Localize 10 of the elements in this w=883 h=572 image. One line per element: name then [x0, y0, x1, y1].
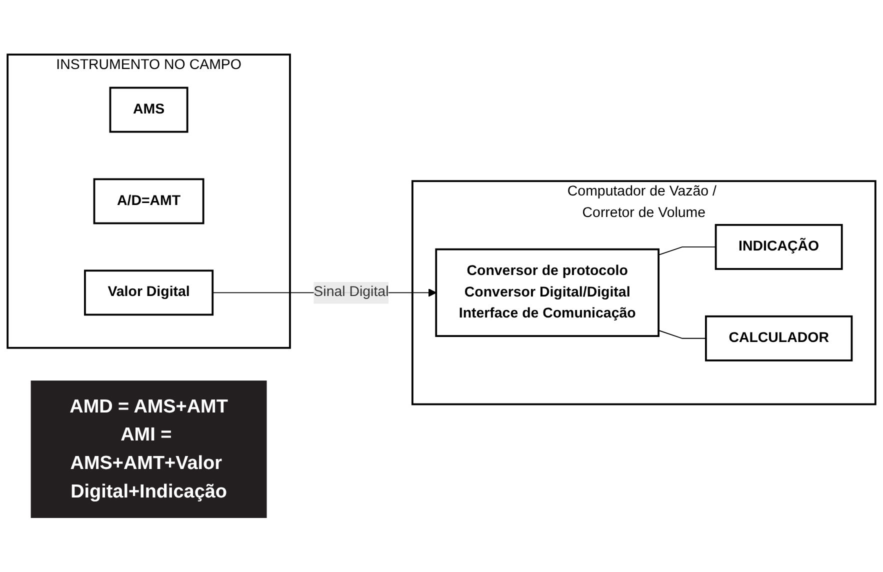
- connector: [658, 246, 716, 256]
- node-box: A/D=AMT: [93, 178, 204, 224]
- node-box: Valor Digital: [84, 270, 214, 316]
- edge-label: Sinal Digital: [314, 284, 389, 300]
- connector: [658, 330, 706, 339]
- node-box: CALCULADOR: [705, 315, 853, 362]
- node-box: AMS: [109, 86, 188, 133]
- node-box: INDICAÇÃO: [714, 224, 843, 270]
- node-box: Conversor de protocolo Conversor Digital/Digital Interface de Comunicação: [435, 248, 660, 337]
- node-box: AMD = AMS+AMT AMI = AMS+AMT+Valor Digital+Indicação: [30, 380, 267, 518]
